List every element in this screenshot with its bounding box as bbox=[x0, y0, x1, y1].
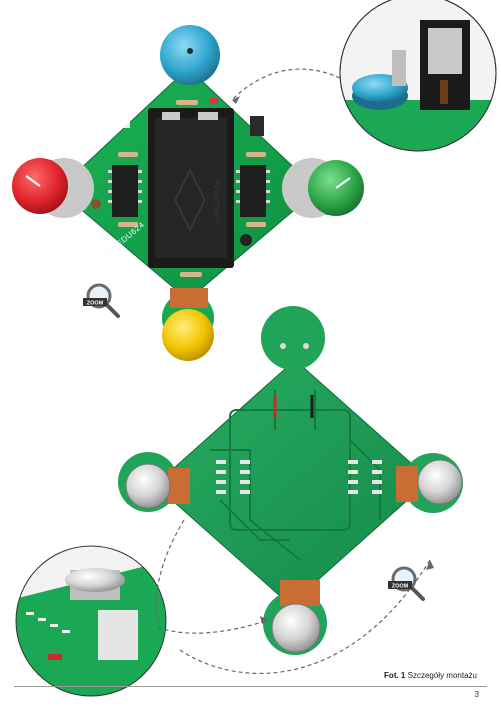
inset-detail-bottom bbox=[15, 545, 167, 697]
knob-green bbox=[282, 158, 364, 218]
zoom-icon-top: ZOOM bbox=[83, 283, 120, 318]
zoom-icon-bottom: ZOOM bbox=[388, 566, 425, 601]
page-number: 3 bbox=[474, 690, 479, 699]
battery-holder: 9V BATTERY bbox=[148, 108, 234, 268]
footer-rule bbox=[14, 686, 487, 687]
pot-bottom bbox=[271, 580, 321, 653]
zoom-label-top: ZOOM bbox=[87, 301, 104, 307]
buzzer bbox=[160, 25, 220, 85]
knob-red bbox=[12, 158, 94, 218]
figure-label: Fot. 1 bbox=[384, 671, 406, 680]
figure-caption: Fot. 1 Szczegóły montażu bbox=[384, 671, 477, 680]
figure-caption-text: Szczegóły montażu bbox=[407, 671, 477, 680]
top-board-photo: 9V BATTERY bbox=[12, 25, 364, 361]
ic-left bbox=[112, 165, 138, 217]
pot-left bbox=[125, 463, 190, 509]
resistors bbox=[118, 100, 266, 277]
bottom-board-photo bbox=[118, 306, 463, 655]
switch bbox=[250, 116, 264, 136]
knob-yellow bbox=[162, 288, 214, 361]
inset-detail-top bbox=[339, 0, 497, 152]
pot-right bbox=[396, 459, 463, 505]
battery-holder-marking: 9V BATTERY bbox=[212, 180, 219, 222]
zoom-label-bottom: ZOOM bbox=[392, 584, 409, 590]
ic-right bbox=[240, 165, 266, 217]
